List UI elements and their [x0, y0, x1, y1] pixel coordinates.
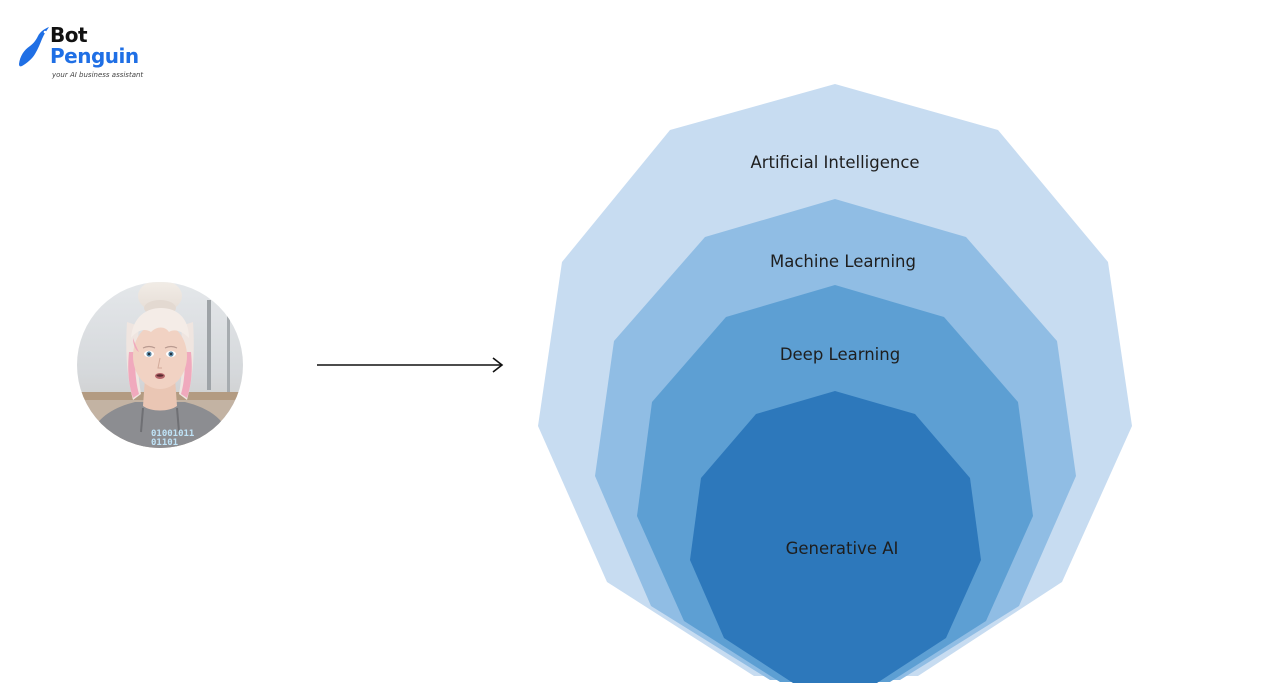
- shirt-binary-line-1: 01001011: [151, 429, 194, 439]
- logo-tagline: your AI business assistant: [52, 71, 144, 79]
- penguin-logo-icon: [19, 27, 49, 67]
- label-machine-learning: Machine Learning: [770, 252, 916, 271]
- label-deep-learning: Deep Learning: [780, 345, 900, 364]
- logo-word-bot: Bot: [50, 23, 88, 47]
- label-artificial-intelligence: Artificial Intelligence: [750, 153, 919, 172]
- bot-penguin-logo: Bot Penguin your AI business assistant: [18, 24, 148, 84]
- layer-generative-ai: [690, 391, 981, 683]
- logo-word-penguin: Penguin: [50, 44, 139, 68]
- right-arrow-icon: [317, 357, 504, 373]
- label-generative-ai: Generative AI: [786, 539, 899, 558]
- shirt-binary-line-2: 01101: [151, 438, 178, 448]
